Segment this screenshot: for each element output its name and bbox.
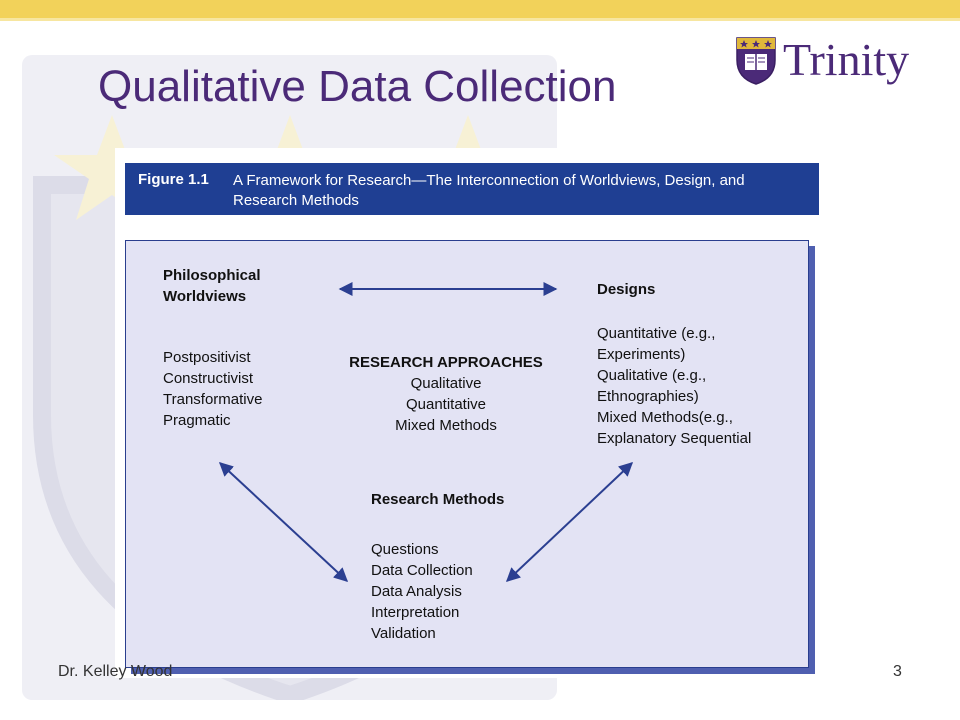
- approach-item: Quantitative: [405, 396, 487, 413]
- worldview-item: Pragmatic: [163, 412, 231, 429]
- figure-number: Figure 1.1: [138, 171, 209, 188]
- arrow-worldviews-methods: [218, 462, 349, 582]
- logo-wordmark: Trinity: [783, 34, 910, 85]
- design-line: Mixed Methods(e.g.,: [597, 409, 733, 426]
- method-item: Interpretation: [371, 604, 460, 621]
- figure-panel: Philosophical Worldviews Postpositivist …: [125, 240, 809, 668]
- page-number: 3: [893, 663, 902, 680]
- footer-author: Dr. Kelley Wood: [58, 663, 173, 680]
- methods-list: Questions Data Collection Data Analysis …: [371, 539, 473, 644]
- approaches-heading: RESEARCH APPROACHES: [349, 354, 543, 371]
- framework-figure: Figure 1.1 A Framework for Research—The …: [115, 148, 825, 678]
- designs-heading: Designs: [597, 281, 656, 298]
- design-line: Quantitative (e.g.,: [597, 325, 716, 342]
- worldview-item: Transformative: [163, 391, 263, 408]
- method-item: Questions: [371, 541, 439, 558]
- connector-arrows: [218, 282, 634, 582]
- design-line: Explanatory Sequential: [597, 430, 752, 447]
- worldviews-heading-line1: Philosophical: [163, 267, 261, 284]
- method-item: Data Collection: [371, 562, 473, 579]
- methods-heading: Research Methods: [371, 491, 505, 508]
- worldviews-heading: Philosophical Worldviews: [163, 265, 261, 307]
- design-line: Ethnographies): [597, 388, 699, 405]
- worldview-item: Constructivist: [163, 370, 254, 387]
- slide-title: Qualitative Data Collection: [98, 62, 617, 111]
- approach-item: Mixed Methods: [395, 417, 497, 434]
- method-item: Data Analysis: [371, 583, 462, 600]
- worldviews-list: Postpositivist Constructivist Transforma…: [163, 347, 262, 431]
- trinity-logo: Trinity: [735, 32, 950, 90]
- design-line: Qualitative (e.g.,: [597, 367, 707, 384]
- design-line: Experiments): [597, 346, 686, 363]
- figure-header: Figure 1.1 A Framework for Research—The …: [125, 163, 819, 215]
- method-item: Validation: [371, 625, 436, 642]
- worldview-item: Postpositivist: [163, 349, 251, 366]
- approach-item: Qualitative: [410, 375, 482, 392]
- worldviews-heading-line2: Worldviews: [163, 288, 247, 305]
- approaches-block: RESEARCH APPROACHES Qualitative Quantita…: [326, 352, 566, 436]
- arrow-designs-methods: [505, 462, 634, 582]
- trinity-shield-icon: [736, 37, 776, 85]
- top-accent-bar: [0, 0, 960, 21]
- figure-caption: A Framework for Research—The Interconnec…: [233, 172, 745, 209]
- designs-list: Quantitative (e.g., Experiments) Qualita…: [597, 323, 751, 449]
